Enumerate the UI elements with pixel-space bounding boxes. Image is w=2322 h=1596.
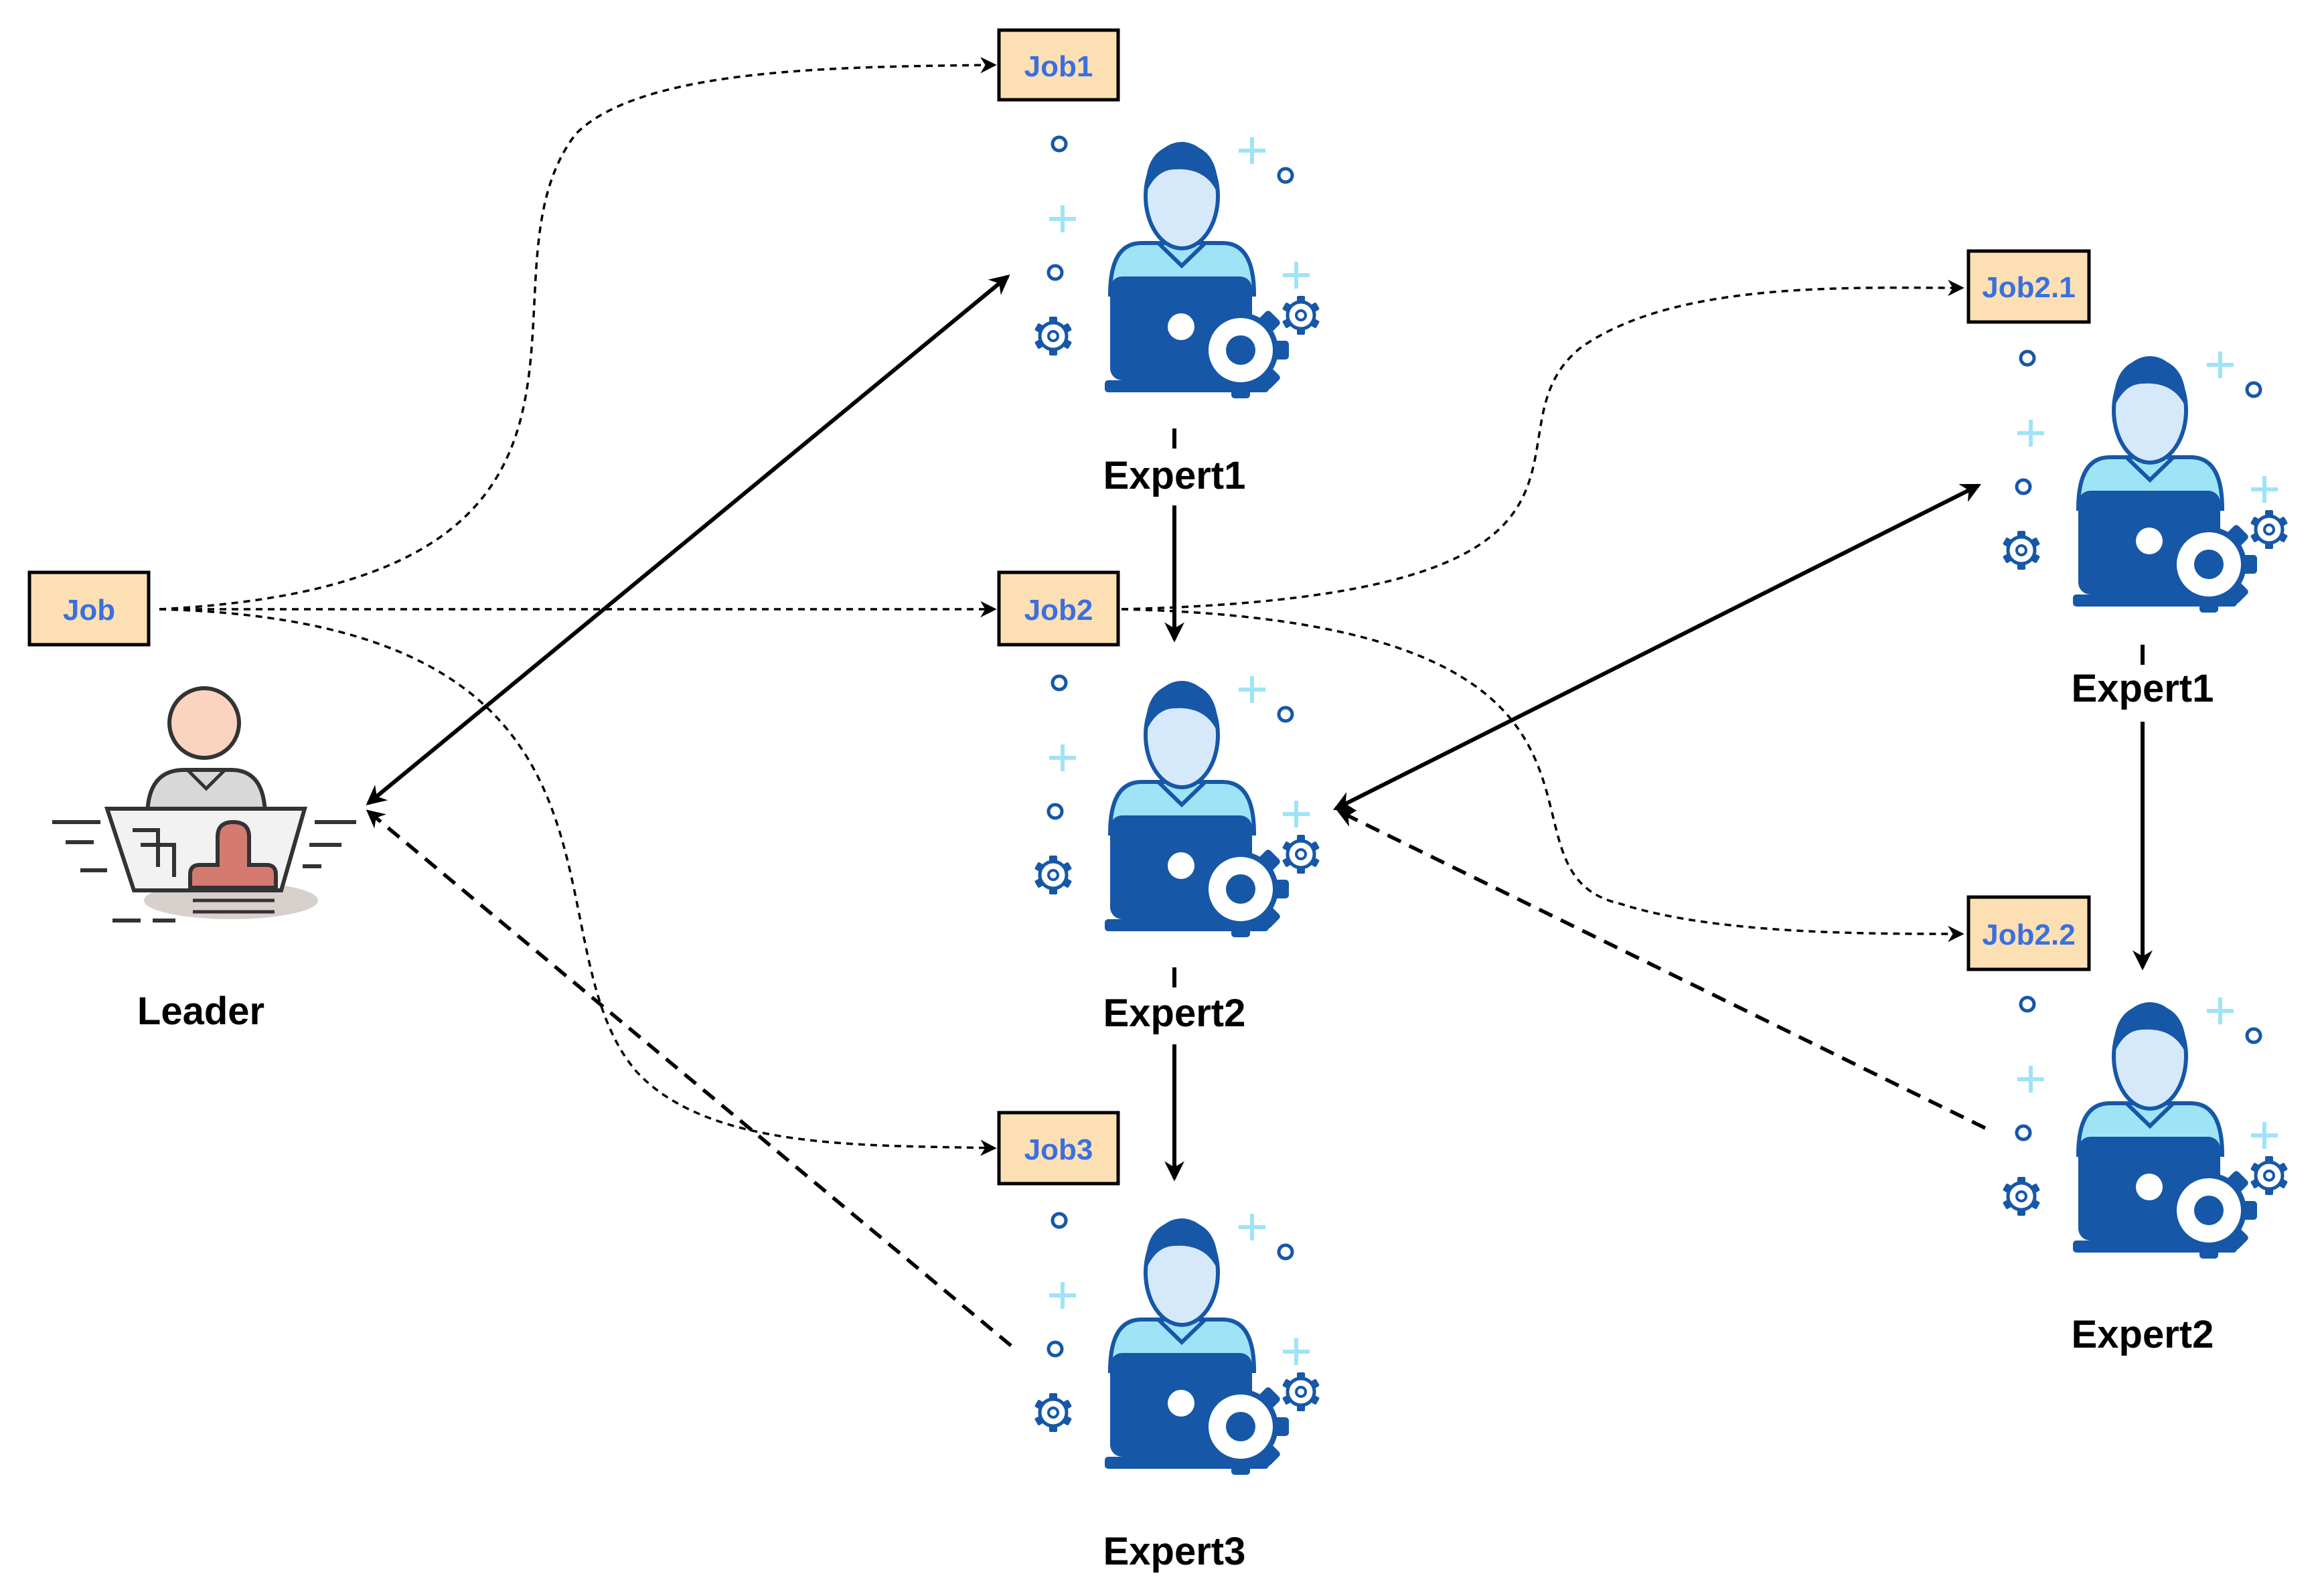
arrow-expert3-to-leader — [366, 809, 1012, 1348]
expert3-label: Expert3 — [1103, 1530, 1246, 1573]
job-box-job2-1: Job2.1 — [1966, 249, 2091, 324]
connector-job-to-job1 — [159, 57, 997, 611]
sub-expert1-label: Expert1 — [2072, 667, 2214, 710]
expert1-label: Expert1 — [1103, 454, 1246, 497]
job-box-job2: Job2 — [997, 570, 1120, 647]
job1-label: Job1 — [1024, 50, 1093, 83]
job2-2-label: Job2.2 — [1982, 919, 2075, 951]
expert2-laptop-icon — [1034, 676, 1320, 937]
job-box-job2-2: Job2.2 — [1966, 895, 2091, 971]
sub-expert1-laptop-icon — [2003, 351, 2288, 613]
job-box-job3: Job3 — [997, 1111, 1120, 1186]
job-label: Job — [63, 594, 115, 627]
job3-label: Job3 — [1024, 1133, 1093, 1166]
leader-label: Leader — [137, 989, 264, 1033]
job-box-job1: Job1 — [997, 28, 1120, 102]
arrow-expert2-sub-expert1 — [1332, 483, 1982, 811]
leader-stamp-icon — [52, 686, 356, 923]
expert2-label: Expert2 — [1103, 991, 1246, 1035]
expert1-laptop-icon — [1034, 137, 1320, 398]
arrow-sub-expert2-to-expert2 — [1336, 809, 1987, 1130]
flow-connectors — [366, 274, 2153, 1348]
arrow-leader-expert1 — [366, 274, 1010, 805]
job-box-job: Job — [27, 570, 151, 647]
expert3-laptop-icon — [1034, 1214, 1320, 1475]
job2-label: Job2 — [1024, 594, 1093, 627]
sub-expert2-laptop-icon — [2003, 998, 2288, 1259]
job2-1-label: Job2.1 — [1982, 271, 2075, 304]
sub-expert2-label: Expert2 — [2072, 1313, 2214, 1356]
